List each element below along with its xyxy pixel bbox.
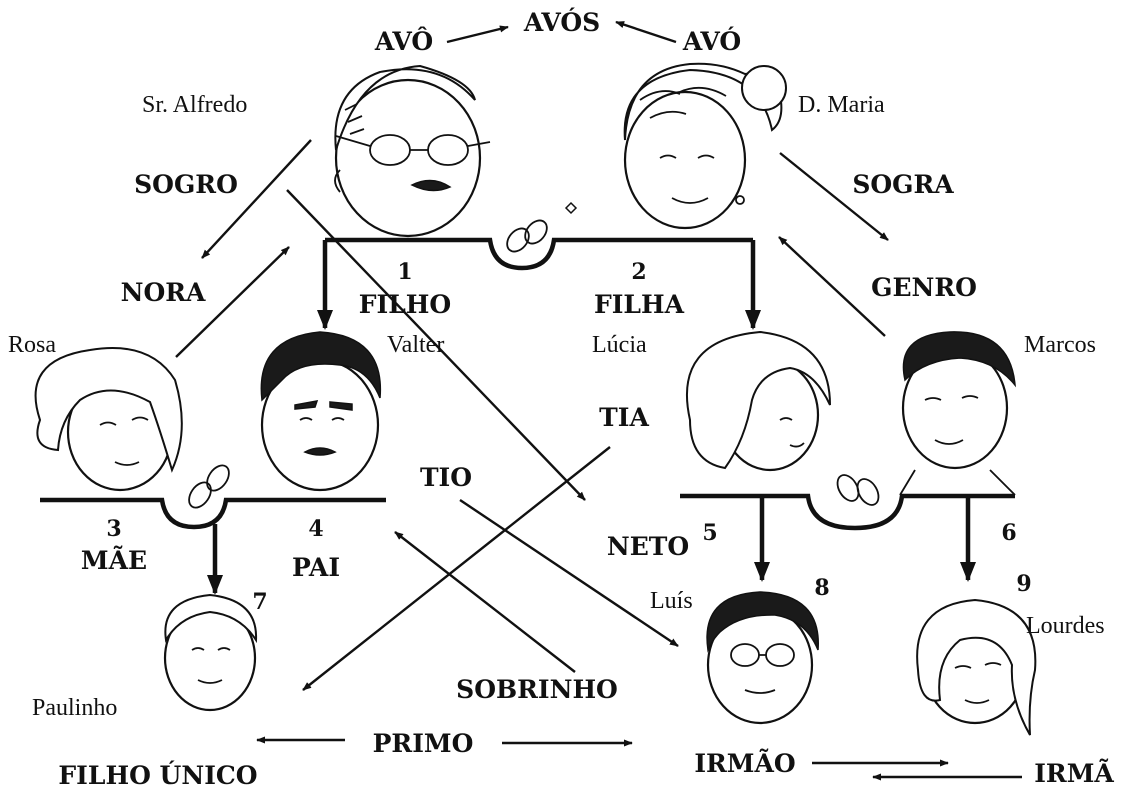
arrow-sogro-to-nora bbox=[201, 139, 312, 259]
portrait-lucia bbox=[685, 330, 831, 472]
name-valter: Valter bbox=[387, 332, 444, 358]
name-paulinho: Paulinho bbox=[32, 695, 117, 721]
label-neto: NETO bbox=[607, 532, 689, 561]
wedding-rings-icon bbox=[188, 464, 230, 509]
label-genro: GENRO bbox=[871, 273, 977, 302]
wedding-rings-icon bbox=[836, 474, 880, 506]
portrait-marcos bbox=[899, 331, 1016, 496]
label-sogra: SOGRA bbox=[852, 170, 954, 199]
number-1: 1 bbox=[397, 259, 412, 285]
arrow-nora-to-sogro bbox=[175, 246, 290, 358]
portrait-paulinho bbox=[163, 593, 258, 712]
name-sr-alfredo: Sr. Alfredo bbox=[142, 92, 247, 118]
label-primo: PRIMO bbox=[373, 729, 474, 758]
name-lourdes: Lourdes bbox=[1026, 613, 1105, 639]
wedding-rings-icon bbox=[506, 201, 578, 253]
label-pai: PAI bbox=[292, 553, 340, 582]
arrow-sogra-to-genro bbox=[779, 152, 889, 241]
name-lucia: Lúcia bbox=[592, 332, 647, 358]
label-irmao: IRMÃO bbox=[694, 749, 795, 778]
lucia-marcos-marriage-line bbox=[680, 493, 1015, 531]
label-mae: MÃE bbox=[81, 546, 147, 575]
name-d-maria: D. Maria bbox=[798, 92, 885, 118]
arrow-tio-to-luis bbox=[459, 499, 679, 647]
rosa-valter-marriage-line bbox=[40, 497, 386, 530]
label-filho-unico: FILHO ÚNICO bbox=[58, 761, 257, 789]
number-4: 4 bbox=[308, 516, 323, 542]
portrait-rosa bbox=[34, 347, 183, 492]
number-8: 8 bbox=[814, 575, 829, 601]
name-luis: Luís bbox=[650, 588, 693, 614]
number-6: 6 bbox=[1001, 520, 1016, 546]
arrow-genro-to-sogra bbox=[778, 236, 886, 337]
number-2: 2 bbox=[631, 259, 646, 285]
portrait-lourdes bbox=[916, 598, 1037, 736]
arrow-avo-to-avos bbox=[446, 25, 509, 44]
label-tio: TIO bbox=[420, 463, 472, 492]
label-filho: FILHO bbox=[359, 290, 451, 319]
label-nora: NORA bbox=[121, 278, 206, 307]
name-rosa: Rosa bbox=[8, 332, 56, 358]
label-sogro: SOGRO bbox=[134, 170, 238, 199]
portrait-luis bbox=[706, 591, 819, 725]
number-9: 9 bbox=[1016, 571, 1031, 597]
number-3: 3 bbox=[106, 516, 121, 542]
label-filha: FILHA bbox=[594, 290, 685, 319]
portrait-valter bbox=[260, 331, 382, 492]
arrow-sobrinho-to-pai bbox=[394, 531, 576, 673]
label-tia: TIA bbox=[599, 403, 649, 432]
label-irma: IRMÃ bbox=[1034, 759, 1114, 788]
arrow-avo-f-to-avos bbox=[615, 20, 677, 44]
label-avo-f: AVÓ bbox=[682, 27, 741, 56]
label-avo-m: AVÔ bbox=[374, 27, 433, 56]
number-7: 7 bbox=[252, 589, 267, 615]
portrait-sr-alfredo bbox=[334, 64, 491, 238]
name-marcos: Marcos bbox=[1024, 332, 1096, 358]
label-avos: AVÓS bbox=[523, 8, 600, 37]
arrow-grandfather-to-neto bbox=[286, 189, 586, 501]
arrow-tia-to-paulinho bbox=[302, 446, 611, 691]
label-sobrinho: SOBRINHO bbox=[456, 675, 618, 704]
grandparents-marriage-line bbox=[325, 237, 753, 271]
number-5: 5 bbox=[702, 520, 717, 546]
portrait-d-maria bbox=[623, 62, 787, 230]
